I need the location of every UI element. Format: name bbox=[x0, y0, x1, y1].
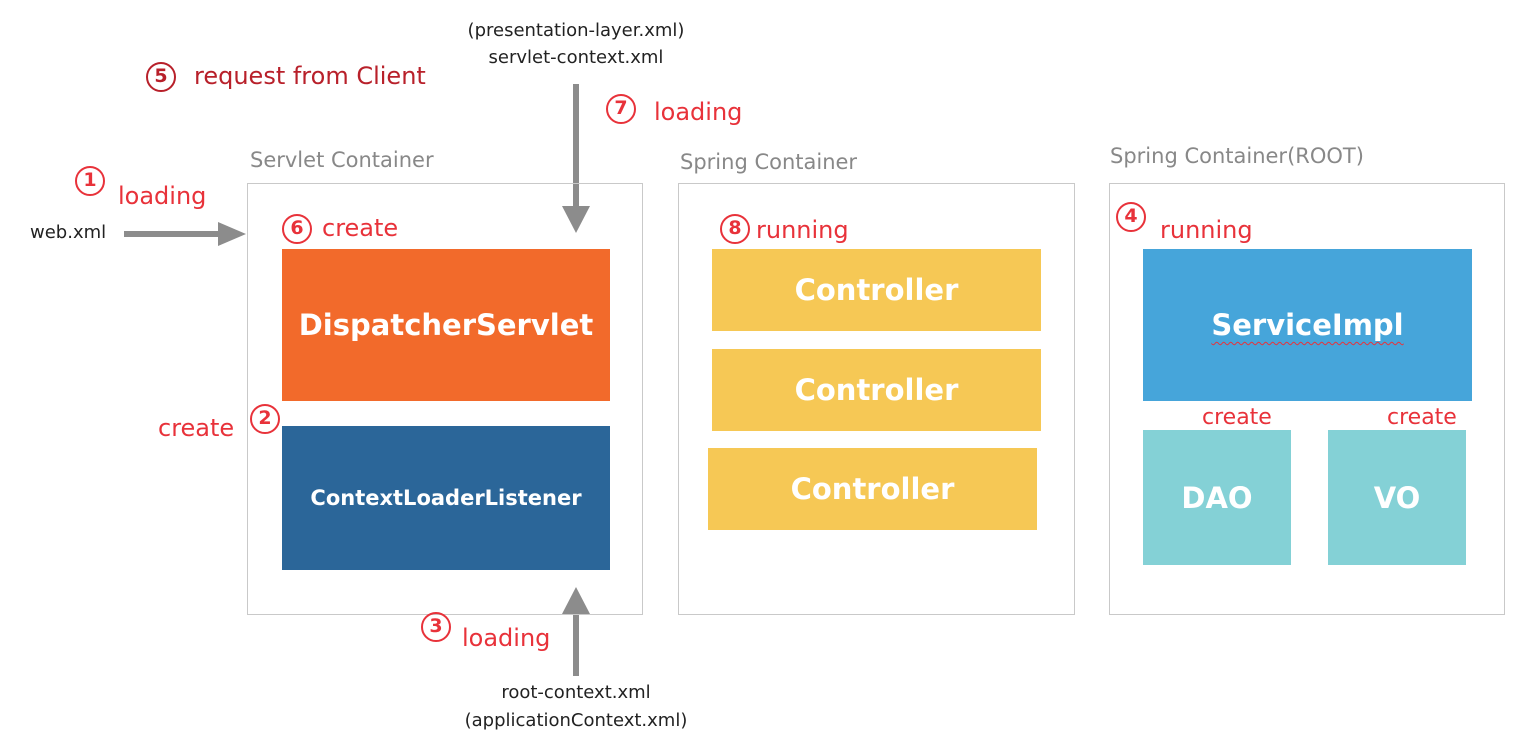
step-7-badge: 7 bbox=[606, 94, 636, 124]
step-5-badge: 5 bbox=[146, 62, 176, 92]
root-spring-container bbox=[1109, 183, 1505, 615]
step-1-badge: 1 bbox=[75, 166, 105, 196]
servlet-context-arrow bbox=[562, 84, 590, 233]
vo-create-label: create bbox=[1387, 405, 1457, 430]
vo-block: VO bbox=[1328, 430, 1466, 565]
step-5-label: request from Client bbox=[194, 62, 426, 90]
controller-block-3: Controller bbox=[708, 448, 1037, 530]
dao-block: DAO bbox=[1143, 430, 1291, 565]
web-xml-arrow bbox=[124, 222, 246, 246]
controller-block-1: Controller bbox=[712, 249, 1041, 331]
spring-container bbox=[678, 183, 1075, 615]
root-context-file-label: root-context.xml bbox=[501, 682, 651, 703]
step-3-label: loading bbox=[462, 624, 551, 652]
step-4-label: running bbox=[1160, 216, 1253, 244]
application-context-file-label: (applicationContext.xml) bbox=[464, 710, 688, 731]
step-4-badge: 4 bbox=[1116, 202, 1146, 232]
step-6-badge: 6 bbox=[282, 214, 312, 244]
step-3-badge: 3 bbox=[421, 612, 451, 642]
step-7-label: loading bbox=[654, 98, 743, 126]
servlet-context-file-label: servlet-context.xml bbox=[488, 47, 664, 68]
root-container-title: Spring Container(ROOT) bbox=[1110, 144, 1364, 168]
web-xml-file-label: web.xml bbox=[30, 222, 107, 243]
service-impl-label: ServiceImpl bbox=[1211, 308, 1404, 342]
presentation-layer-file-label: (presentation-layer.xml) bbox=[467, 20, 685, 41]
step-1-label: loading bbox=[118, 182, 207, 210]
servlet-container-title: Servlet Container bbox=[250, 148, 434, 172]
controller-block-2: Controller bbox=[712, 349, 1041, 431]
spring-container-title: Spring Container bbox=[680, 150, 858, 174]
dispatcher-servlet-block: DispatcherServlet bbox=[282, 249, 610, 401]
dao-create-label: create bbox=[1202, 405, 1272, 430]
step-2-label: create bbox=[158, 414, 235, 442]
root-context-arrow bbox=[562, 587, 590, 676]
step-8-label: running bbox=[756, 216, 849, 244]
step-2-badge: 2 bbox=[250, 404, 280, 434]
step-6-label: create bbox=[322, 214, 399, 242]
service-impl-block: ServiceImpl bbox=[1143, 249, 1472, 401]
context-loader-listener-block: ContextLoaderListener bbox=[282, 426, 610, 570]
step-8-badge: 8 bbox=[720, 214, 750, 244]
